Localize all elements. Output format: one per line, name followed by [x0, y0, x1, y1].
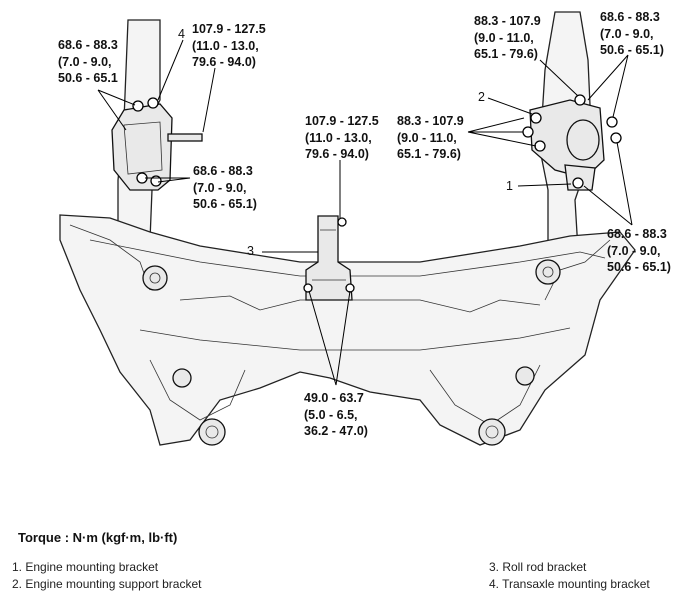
front-left-bushing [142, 265, 168, 291]
crossmember-rib [179, 295, 541, 313]
leader-callout-4 [157, 39, 184, 101]
roll-rod-bracket [305, 215, 353, 301]
transaxle-bolt-1 [132, 100, 144, 112]
support-bolt-3 [534, 140, 546, 152]
crossmember-inner-edge [89, 239, 606, 277]
torque-label-right-mid: 88.3 - 107.9(9.0 - 11.0,65.1 - 79.6) [397, 114, 464, 161]
legend-item-4: 4. Transaxle mounting bracket [489, 577, 650, 591]
callout-3: 3 [247, 244, 254, 258]
leader-callout-2 [487, 97, 533, 115]
torque-label-transaxle-top: 107.9 - 127.5(11.0 - 13.0,79.6 - 94.0) [192, 22, 266, 69]
rear-right-bushing [478, 418, 506, 446]
leader-callout-1 [517, 183, 572, 187]
transaxle-bracket-detail [123, 121, 163, 175]
engine-bolt-lower [572, 177, 584, 189]
engine-mount-insulator [566, 119, 600, 161]
transaxle-mounting-bracket [111, 103, 173, 191]
roll-rod-bolt-right [345, 283, 355, 293]
torque-label-right-top-b: 68.6 - 88.3(7.0 - 9.0,50.6 - 65.1) [600, 10, 664, 57]
subframe-crossmember [59, 214, 636, 446]
leader-right-mid [467, 117, 537, 147]
roll-rod-top-bolt [337, 217, 347, 227]
subframe-mounting-diagram [59, 11, 636, 446]
rear-left-bushing [198, 418, 226, 446]
right-side-bolt-2 [610, 132, 622, 144]
callout-1: 1 [506, 179, 513, 193]
torque-label-center-bottom: 49.0 - 63.7(5.0 - 6.5,36.2 - 47.0) [304, 391, 368, 438]
transaxle-bolt-2 [147, 97, 159, 109]
rear-left-bushing-core [205, 425, 219, 439]
callout-2: 2 [478, 90, 485, 104]
torque-label-center-top: 107.9 - 127.5(11.0 - 13.0,79.6 - 94.0) [305, 114, 379, 161]
support-bolt-1 [530, 112, 542, 124]
rear-right-bushing-core [485, 425, 499, 439]
roll-rod-bolt-left [303, 283, 313, 293]
front-right-bushing [535, 259, 561, 285]
support-bolt-2 [522, 126, 534, 138]
torque-units-heading: Torque : N·m (kgf·m, lb·ft) [18, 530, 178, 545]
leader-right-top-b [587, 54, 629, 118]
transaxle-mount-stud [167, 133, 203, 142]
torque-label-left-lower: 68.6 - 88.3(7.0 - 9.0,50.6 - 65.1) [193, 164, 257, 211]
mid-right-bushing [515, 366, 535, 386]
leader-top-left-bracket [202, 67, 216, 133]
front-left-bushing-core [149, 272, 161, 284]
right-arm-detail [544, 239, 611, 301]
engine-bolt-upper [574, 94, 586, 106]
torque-label-right-top-a: 88.3 - 107.9(9.0 - 11.0,65.1 - 79.6) [474, 14, 541, 61]
legend-item-1: 1. Engine mounting bracket [12, 560, 159, 574]
leader-center-bottom [308, 290, 351, 386]
torque-label-right-lower: 68.6 - 88.3(7.0 - 9.0,50.6 - 65.1) [607, 227, 671, 274]
front-right-bushing-core [542, 266, 554, 278]
legend-item-3: 3. Roll rod bracket [489, 560, 587, 574]
leader-left-lower [145, 177, 191, 183]
leader-left-top [97, 89, 136, 131]
legend-item-2: 2. Engine mounting support bracket [12, 577, 202, 591]
leader-right-lower [583, 141, 633, 226]
right-side-bolt-1 [606, 116, 618, 128]
callout-4: 4 [178, 27, 185, 41]
roll-rod-detail [312, 229, 346, 281]
left-rear-leg [149, 359, 246, 421]
torque-label-left-top: 68.6 - 88.3(7.0 - 9.0,50.6 - 65.1 [58, 38, 118, 85]
leader-right-top-a [539, 59, 579, 97]
mid-left-bushing [172, 368, 192, 388]
crossmember-lower-edge [139, 327, 571, 351]
